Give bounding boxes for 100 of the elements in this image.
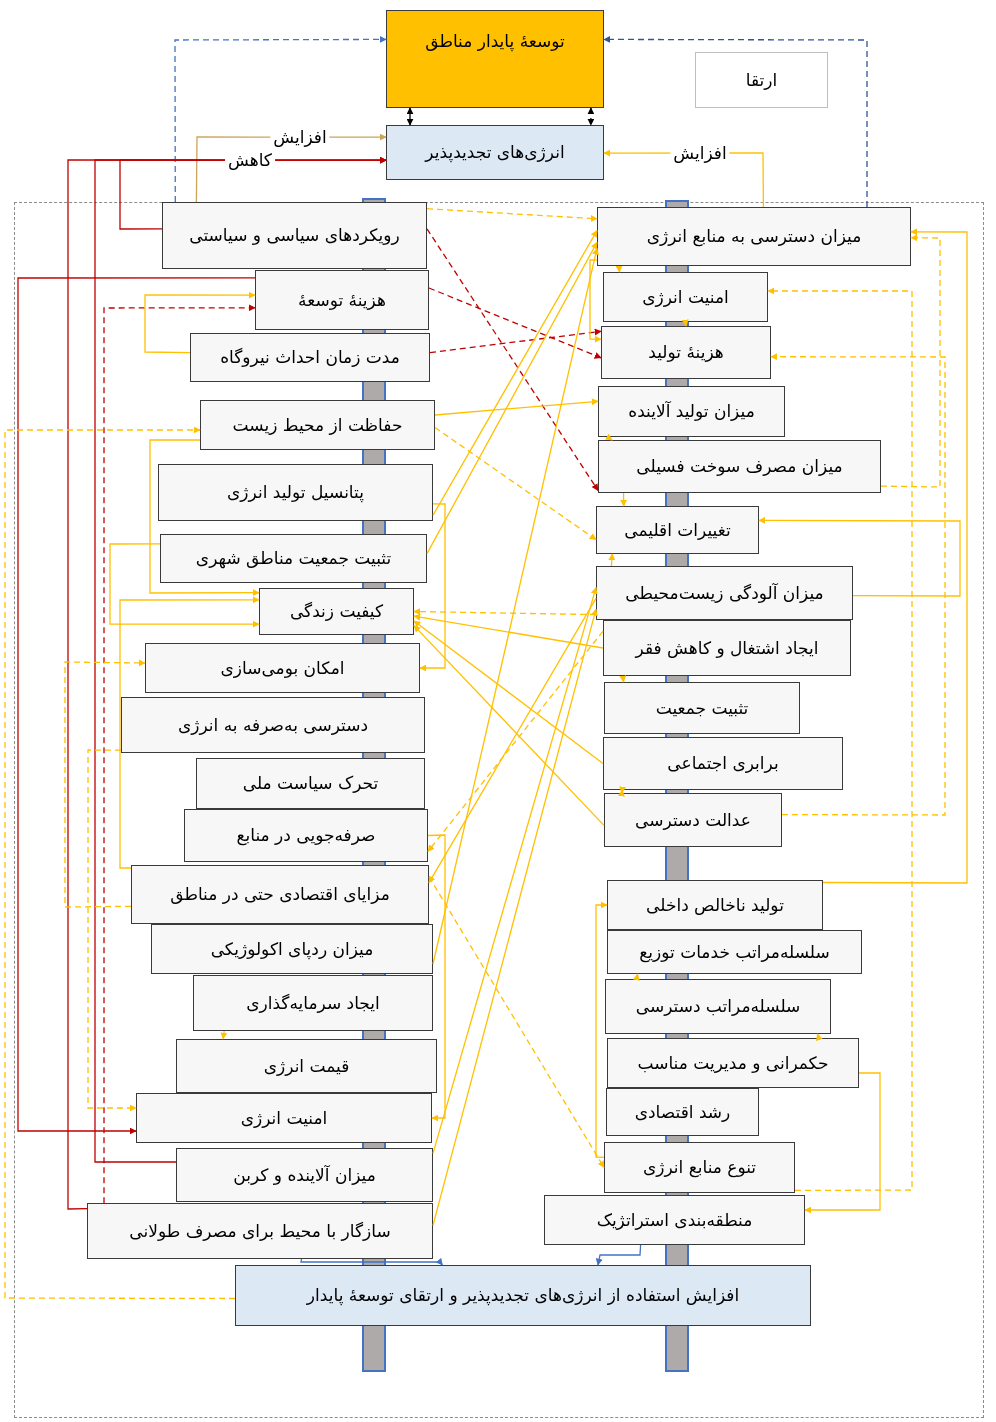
box-label: کیفیت زندگی (289, 601, 384, 622)
arrow (804, 1072, 881, 1214)
box-label: ایجاد اشتغال و کاهش فقر (635, 637, 819, 659)
arrow (822, 228, 968, 884)
box-label: امنیت انرژی (642, 286, 729, 308)
box-label: میزان ردپای اکولوژیکی (210, 938, 374, 960)
factor-box (596, 566, 853, 620)
box-label: سلسله‌مراتب دسترسی (635, 996, 801, 1017)
arrow (103, 304, 256, 1204)
factor-box (604, 793, 782, 847)
box-label: هزینهٔ توسعهٔ (298, 289, 386, 311)
arrow (589, 259, 602, 343)
factor-box (596, 506, 759, 554)
arrow (427, 630, 604, 853)
factor-box (695, 52, 828, 108)
box-label: صرفه‌جویی در منابع (236, 825, 376, 846)
arrow (419, 503, 446, 672)
factor-box (601, 326, 771, 379)
box-label: رویکردهای سیاسی و سیاستی (189, 225, 400, 246)
box-label: عدالت دسترسی (635, 809, 751, 831)
factor-box (160, 534, 427, 583)
arrow (816, 1033, 823, 1042)
arrow (681, 319, 689, 327)
box-label: منطقه‌بندی استراتژیک (596, 1209, 753, 1231)
box-label: رشد اقتصادی (634, 1101, 731, 1123)
arrow (428, 597, 597, 884)
box-label: امکان بومی‌سازی (220, 657, 345, 679)
box-label: تغییرات اقلیمی (624, 519, 731, 541)
edge-label: افزایش (670, 143, 730, 163)
arrow (87, 749, 137, 1112)
box-label: تولید ناخالص داخلی (646, 894, 784, 916)
arrow (109, 543, 260, 628)
factor-box (176, 1039, 437, 1093)
arrow (604, 433, 613, 441)
arrow (4, 426, 236, 1300)
arrow (608, 553, 616, 567)
arrow (758, 516, 961, 597)
box-label: تثبیت جمعیت (655, 697, 749, 719)
box-label: سلسله‌مراتب خدمات توزیع (639, 941, 830, 963)
arrow (434, 426, 597, 541)
factor-box (598, 386, 785, 437)
arrow (615, 265, 623, 273)
factor-box (255, 270, 429, 330)
factor-box (151, 924, 433, 974)
arrow (619, 675, 627, 683)
box-label: حفاظت از محیط زیست (232, 414, 403, 436)
factor-box (196, 758, 425, 809)
factor-box (386, 125, 604, 180)
box-label: قیمت انرژی (263, 1055, 350, 1077)
arrow (426, 241, 598, 555)
box-label: هزینهٔ تولید (648, 342, 724, 363)
factor-box (145, 643, 420, 693)
factor-box (87, 1203, 433, 1259)
box-label: میزان آلاینده و کربن (233, 1164, 376, 1186)
box-label: انرژی‌های تجدیدپذیر (425, 142, 565, 163)
box-label: تنوع منابع انرژی (642, 1157, 757, 1178)
factor-box (604, 682, 800, 734)
arrow (595, 901, 608, 1158)
box-label: میزان مصرف سوخت فسیلی (636, 456, 843, 477)
box-label: ایجاد سرمایه‌گذاری (246, 992, 380, 1014)
factor-box (607, 930, 862, 974)
arrow (595, 1244, 642, 1266)
arrow (429, 328, 602, 354)
box-label: حکمرانی و مدیریت مناسب (637, 1052, 829, 1074)
arrow (119, 596, 260, 869)
box-label: میزان تولید آلاینده (628, 401, 755, 422)
edge-label: افزایش (270, 127, 330, 147)
factor-box (200, 400, 435, 450)
box-label: میزان آلودگی زیست‌محیطی (625, 582, 824, 604)
arrow (620, 492, 628, 507)
arrow (220, 1030, 228, 1040)
arrow (413, 624, 605, 827)
box-label: تثبیت جمعیت مناطق شهری (195, 548, 392, 569)
arrow (64, 659, 146, 908)
arrow (427, 834, 446, 1122)
arrow (144, 291, 256, 354)
box-label: مزایای اقتصادی حتی در مناطق (170, 884, 390, 905)
factor-box (121, 697, 425, 753)
factor-box (235, 1265, 811, 1326)
box-label: تحرک سیاست ملی (242, 773, 379, 794)
box-label: امنیت انرژی (240, 1107, 328, 1129)
factor-box (176, 1148, 433, 1202)
arrow (413, 620, 604, 765)
factor-box (136, 1093, 432, 1143)
factor-box (184, 809, 428, 862)
factor-box (193, 975, 433, 1031)
box-label: ارتقا (745, 69, 778, 91)
arrow (17, 277, 256, 1135)
box-label: افزایش استفاده از انرژی‌های تجدیدپذیر و ارتقای توسعهٔ پایدار (306, 1285, 740, 1306)
factor-box (544, 1195, 805, 1245)
factor-box (604, 1142, 795, 1193)
arrow (770, 353, 946, 816)
arrow (434, 398, 599, 416)
arrow (880, 234, 941, 488)
factor-box (598, 440, 881, 493)
arrow (632, 973, 640, 981)
factor-box (259, 588, 414, 635)
box-label: میزان دسترسی به منابع انرژی (646, 226, 862, 247)
factor-box (603, 737, 843, 790)
edge-label: کاهش (225, 150, 275, 170)
